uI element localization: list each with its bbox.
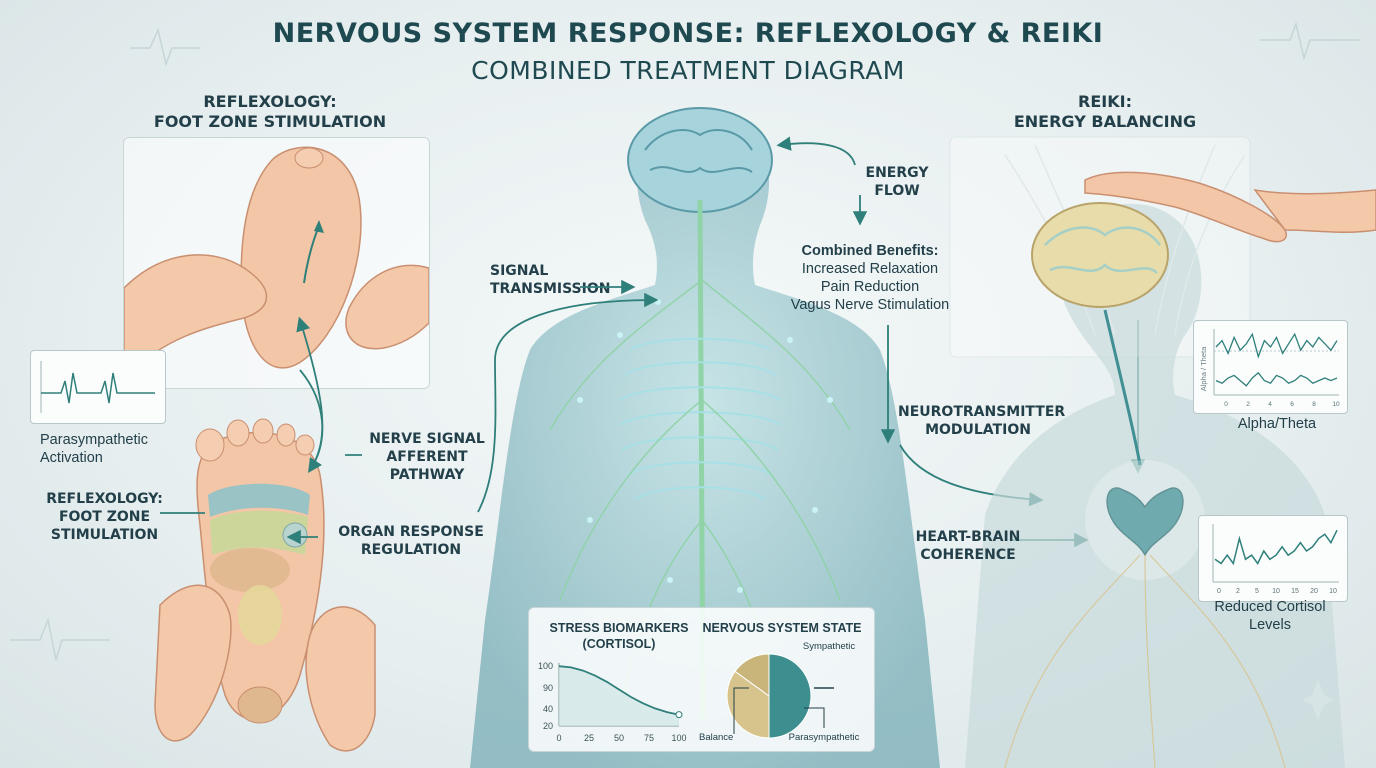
- cortisol-levels-label: Reduced Cortisol Levels: [1200, 598, 1340, 634]
- cortisol-x-tick: 75: [644, 733, 654, 743]
- page-title: NERVOUS SYSTEM RESPONSE: REFLEXOLOGY & R…: [272, 18, 1104, 49]
- alpha-theta-chart-card: Alpha / Theta 0 2 4 6 8 10: [1193, 320, 1348, 414]
- alpha-x-tick: 6: [1290, 401, 1294, 408]
- foot-reflex-map-illustration: [154, 418, 376, 752]
- cortisol-chart-title-line1: STRESS BIOMARKERS: [550, 621, 689, 635]
- cortisol-y-tick: 20: [543, 721, 553, 731]
- biomarker-charts: STRESS BIOMARKERS (CORTISOL) NERVOUS SYS…: [538, 621, 862, 743]
- benefit-item: Pain Reduction: [820, 279, 920, 295]
- parasympathetic-line1: Parasympathetic: [40, 432, 148, 448]
- reiki-heading: REIKI: ENERGY BALANCING: [1005, 92, 1205, 132]
- alpha-x-tick: 4: [1268, 401, 1272, 408]
- foot-massage-panel: [123, 137, 430, 389]
- signal-transmission-label: SIGNAL TRANSMISSION: [490, 262, 611, 298]
- pie-slice-sympathetic: [734, 653, 770, 697]
- cortisol-levels-x-tick: 10: [1329, 588, 1337, 595]
- reiki-figure-illustration: [949, 136, 1376, 768]
- cortisol-x-tick: 0: [556, 733, 561, 743]
- cortisol-x-tick: 100: [671, 733, 686, 743]
- foot-zone-line3: STIMULATION: [50, 527, 159, 543]
- combined-benefits-title: Combined Benefits:: [801, 243, 939, 259]
- cortisol-chart-title-line2: (CORTISOL): [583, 637, 656, 651]
- alpha-theta-chart: Alpha / Theta 0 2 4 6 8 10: [1199, 329, 1340, 408]
- nerve-signal-label: NERVE SIGNAL AFFERENT PATHWAY: [367, 430, 487, 484]
- ecg-line: [40, 361, 155, 413]
- cortisol-levels-x-tick: 20: [1310, 588, 1318, 595]
- pie-leader-parasympathetic: [804, 707, 825, 728]
- heart-rate-monitor: [30, 350, 166, 424]
- pie-slice-parasympathetic: [768, 653, 812, 739]
- nerve-signal-line2: AFFERENT: [386, 449, 468, 465]
- cortisol-line: [558, 665, 680, 716]
- nerve-signal-line1: NERVE SIGNAL: [369, 431, 485, 447]
- alpha-theta-line: [1215, 332, 1338, 359]
- alpha-x-tick: 2: [1246, 401, 1250, 408]
- energy-flow-line1: ENERGY: [865, 165, 929, 181]
- foot-zone-line1: REFLEXOLOGY:: [46, 491, 163, 507]
- signal-transmission-line1: SIGNAL: [490, 263, 549, 279]
- cortisol-levels-line1: Reduced Cortisol: [1214, 599, 1326, 615]
- benefit-item: Increased Relaxation: [801, 261, 939, 277]
- reiki-heading-line2: ENERGY BALANCING: [1013, 112, 1197, 131]
- cortisol-y-tick: 40: [543, 704, 553, 714]
- cortisol-end-point: [675, 711, 683, 719]
- pie-label: Parasympathetic: [789, 732, 860, 743]
- cortisol-chart: 100 90 40 200 25 50 75 100: [538, 661, 687, 743]
- alpha-theta-axis-label: Alpha / Theta: [1199, 346, 1208, 391]
- cortisol-levels-chart: 0 2 5 10 15 20 10: [1212, 524, 1339, 595]
- cortisol-levels-x-tick: 2: [1236, 588, 1240, 595]
- foot-massage-illustration: [123, 146, 430, 380]
- nerve-signal-line3: PATHWAY: [389, 467, 465, 483]
- reiki-heading-line1: REIKI:: [1078, 92, 1132, 111]
- energy-flow-line2: FLOW: [874, 183, 920, 199]
- alpha-x-tick: 8: [1312, 401, 1316, 408]
- foot-zone-label: REFLEXOLOGY: FOOT ZONE STIMULATION: [42, 490, 167, 544]
- cortisol-levels-line: [1214, 529, 1338, 566]
- signal-transmission-line2: TRANSMISSION: [490, 281, 611, 297]
- alpha-x-tick: 0: [1224, 401, 1228, 408]
- parasympathetic-label: Parasympathetic Activation: [40, 431, 170, 467]
- reflexology-heading-line2: FOOT ZONE STIMULATION: [153, 112, 387, 131]
- cortisol-x-tick: 50: [614, 733, 624, 743]
- cortisol-levels-x-tick: 0: [1217, 588, 1221, 595]
- alpha-theta-line: [1215, 371, 1338, 387]
- foot-zone-line2: FOOT ZONE: [58, 509, 151, 525]
- heart-brain-line1: HEART-BRAIN: [915, 529, 1021, 545]
- alpha-theta-label: Alpha/Theta: [1237, 416, 1317, 432]
- combined-benefits: Combined Benefits: Increased Relaxation …: [780, 242, 960, 314]
- pie-label: Balance: [699, 732, 733, 743]
- organ-response-line1: ORGAN RESPONSE: [338, 524, 484, 540]
- cortisol-levels-line2: Levels: [1249, 617, 1291, 633]
- page-subtitle: COMBINED TREATMENT DIAGRAM: [471, 56, 905, 85]
- cortisol-levels-x-tick: 5: [1255, 588, 1259, 595]
- cortisol-levels-series: 0 2 5 10 15 20 10: [1214, 529, 1338, 595]
- reflexology-heading: REFLEXOLOGY: FOOT ZONE STIMULATION: [140, 92, 400, 132]
- alpha-x-tick: 10: [1332, 401, 1340, 408]
- benefit-item: Vagus Nerve Stimulation: [790, 297, 950, 313]
- cortisol-levels-x-tick: 10: [1272, 588, 1280, 595]
- cortisol-y-tick: 90: [543, 683, 553, 693]
- pie-label: Sympathetic: [803, 641, 856, 652]
- organ-response-label: ORGAN RESPONSE REGULATION: [336, 523, 486, 559]
- neurotransmitter-label: NEUROTRANSMITTER MODULATION: [898, 403, 1066, 439]
- cortisol-area: [559, 666, 679, 726]
- reflexology-heading-line1: REFLEXOLOGY:: [203, 92, 337, 111]
- cortisol-levels-x-tick: 15: [1291, 588, 1299, 595]
- parasympathetic-line2: Activation: [40, 450, 103, 466]
- organ-response-line2: REGULATION: [360, 542, 462, 558]
- nervous-system-body-illustration: [470, 107, 940, 768]
- cortisol-y-tick: 100: [538, 661, 553, 671]
- neurotransmitter-line1: NEUROTRANSMITTER: [898, 404, 1066, 420]
- heart-brain-line2: COHERENCE: [920, 547, 1016, 563]
- neurotransmitter-line2: MODULATION: [925, 422, 1031, 438]
- cortisol-x-tick: 25: [584, 733, 594, 743]
- energy-flow-label: ENERGY FLOW: [862, 164, 932, 200]
- pie-chart-title: NERVOUS SYSTEM STATE: [702, 621, 861, 635]
- pie-leader-balance: [733, 687, 749, 734]
- biomarkers-panel: STRESS BIOMARKERS (CORTISOL) NERVOUS SYS…: [528, 607, 875, 752]
- heart-brain-label: HEART-BRAIN COHERENCE: [912, 528, 1024, 564]
- alpha-theta-series: 0 2 4 6 8 10: [1215, 332, 1340, 408]
- cortisol-levels-chart-card: 0 2 5 10 15 20 10: [1198, 515, 1348, 602]
